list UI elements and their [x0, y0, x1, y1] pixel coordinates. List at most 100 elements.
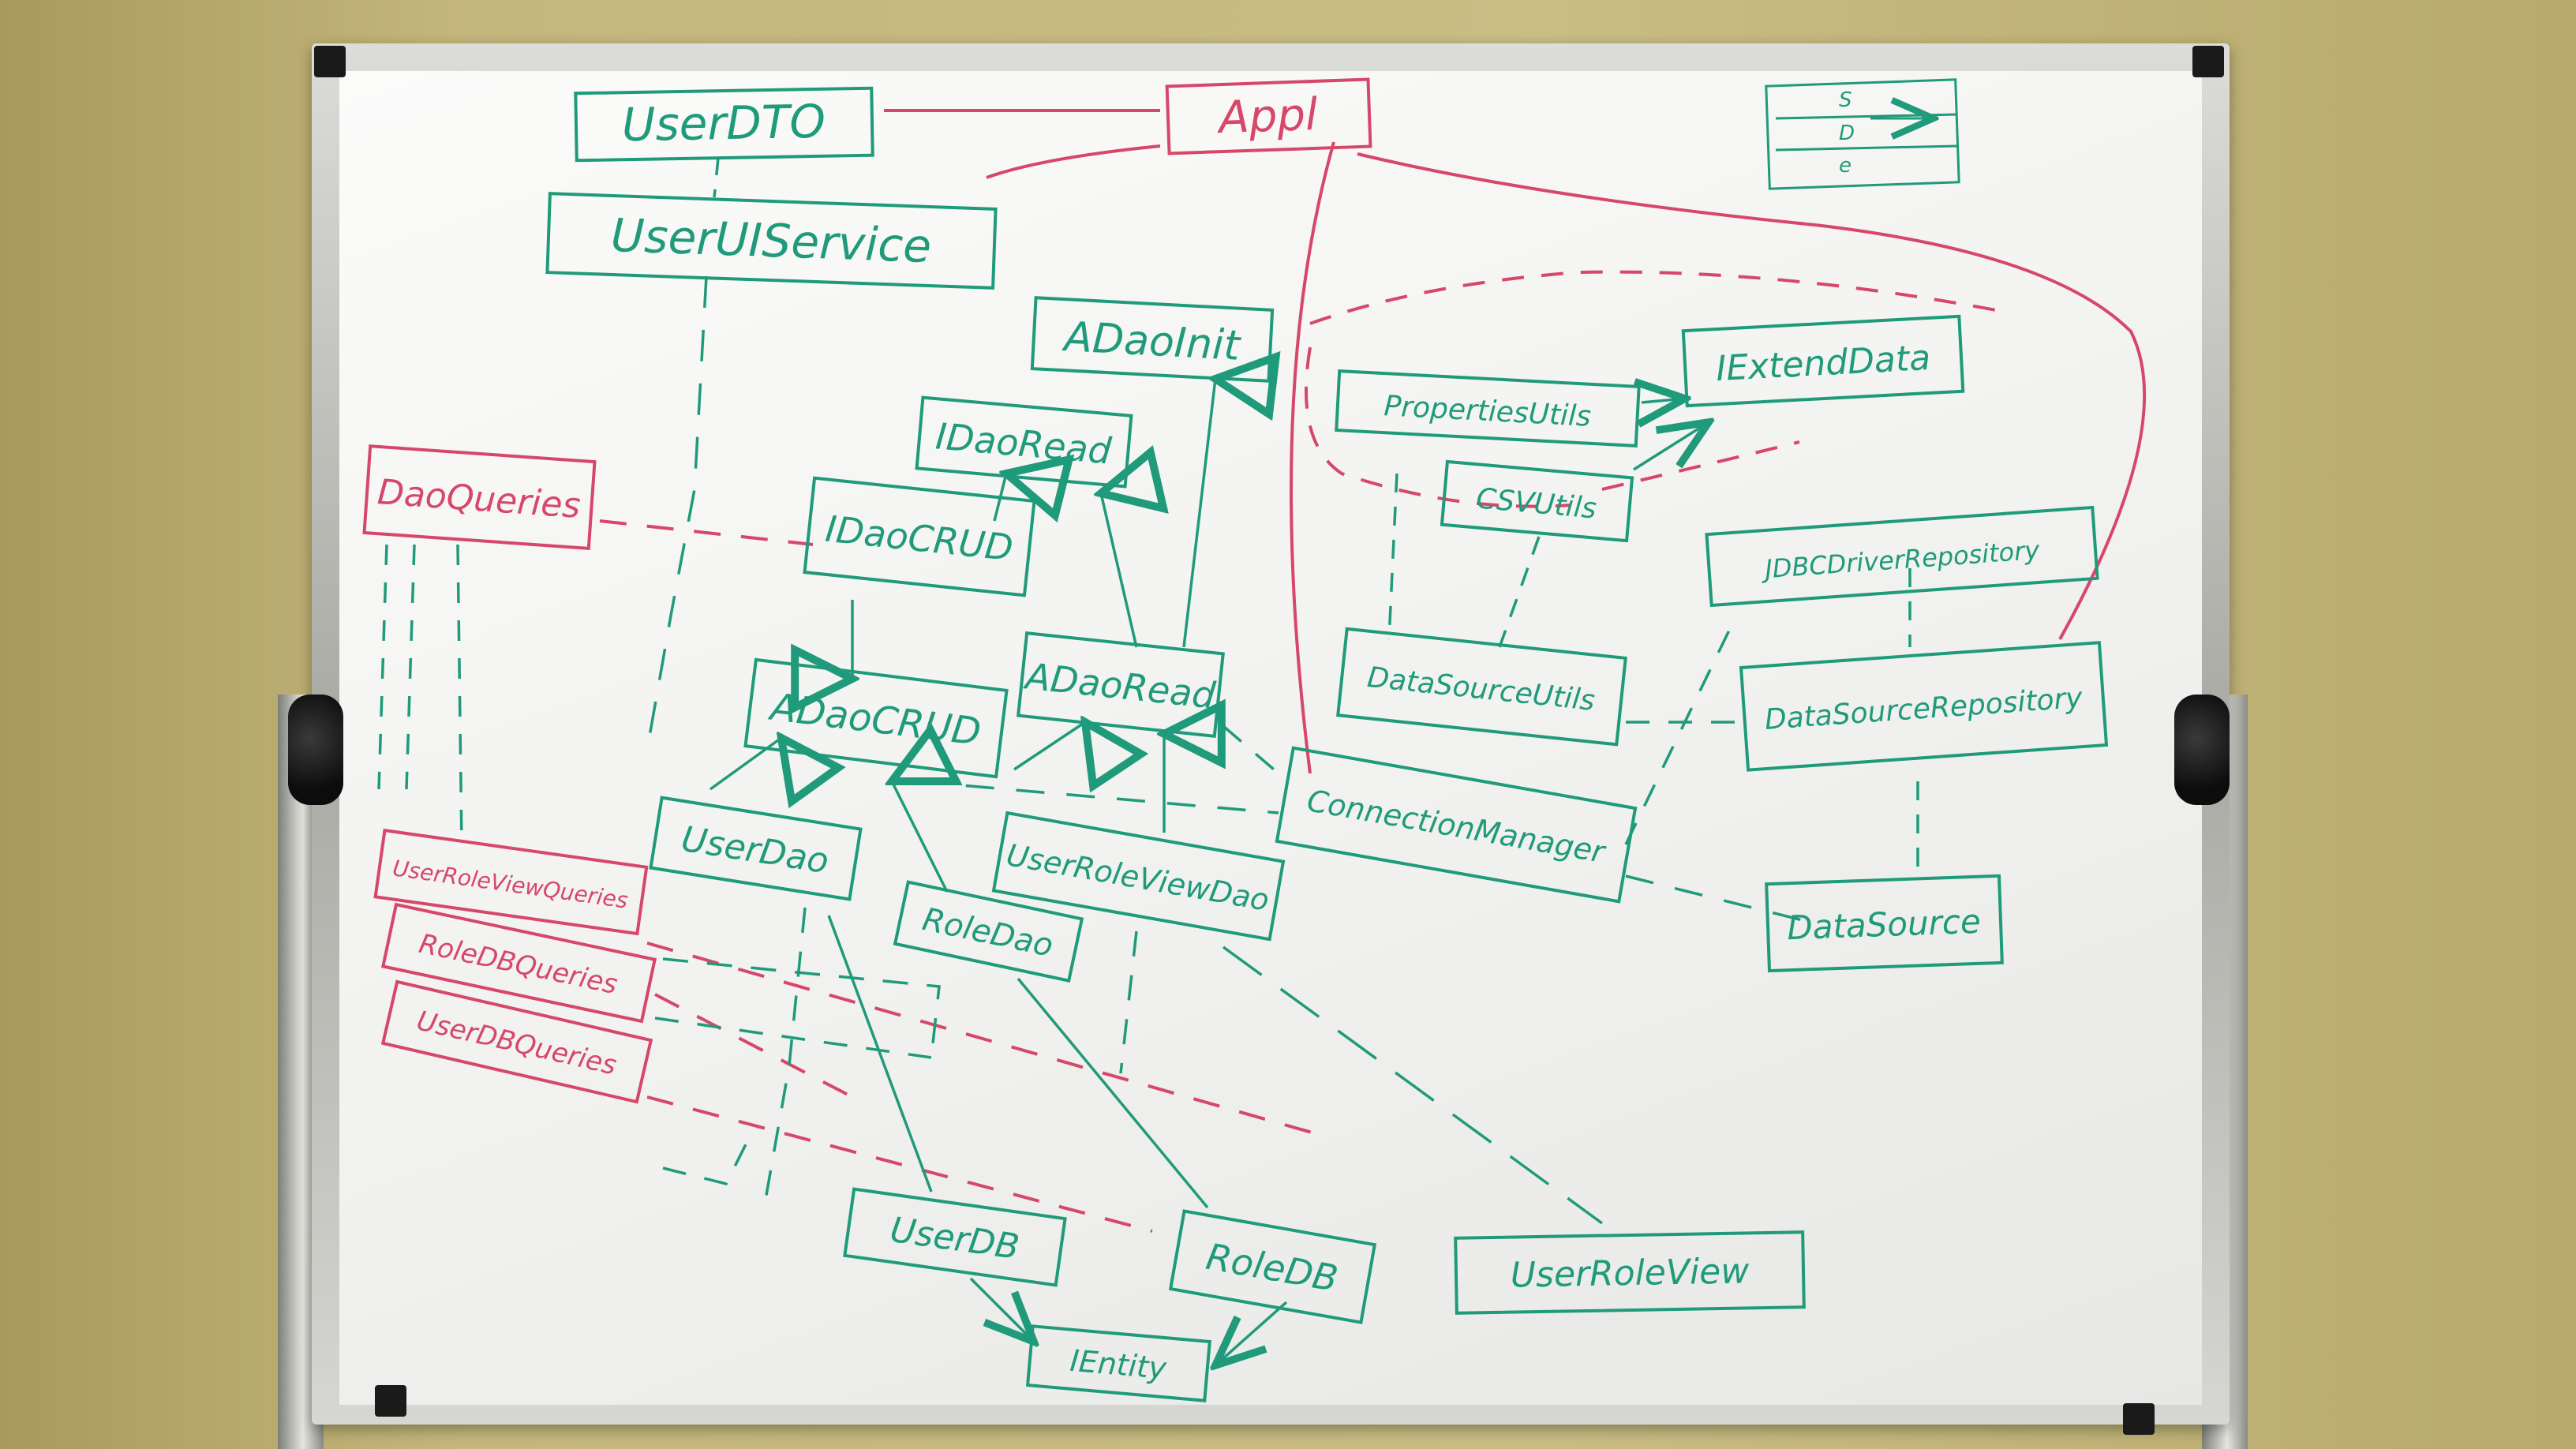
appl-connection-manager-link: [1290, 141, 1335, 774]
label-idaoread: IDaoRead: [934, 414, 1114, 472]
legend-label-s: S: [1839, 88, 1852, 112]
daoqueries-leg-1: [377, 544, 388, 790]
label-adaocrud: ADaoCRUD: [766, 685, 983, 755]
userdbqueries-userdao-dashed: [662, 1136, 751, 1186]
adaoread-implements-idaoread: [1101, 493, 1136, 648]
roledao-roledb-link: [1017, 977, 1209, 1209]
utils-group-left-dashed: [1305, 346, 1571, 508]
box-userdao: [649, 796, 863, 901]
label-useruiservice: UserUIService: [610, 208, 932, 273]
box-roledb: [1168, 1209, 1377, 1324]
box-daoqueries: [362, 444, 597, 550]
box-datasource: [1765, 874, 2004, 973]
userdao-userdb-link: [827, 915, 933, 1193]
box-adaoinit: [1030, 296, 1275, 383]
label-datasource: DataSource: [1787, 902, 1982, 948]
userdb-ientity-arrow: [969, 1277, 1034, 1342]
box-connectionmanager: [1275, 746, 1638, 904]
frame-corner-bottom-right: [2123, 1403, 2155, 1435]
appl-userui-link: [986, 144, 1161, 179]
label-datasourcerepository: DataSourceRepository: [1764, 682, 2084, 736]
csvutils-iextenddata-arrow: [1633, 422, 1709, 471]
label-adaoinit: ADaoInit: [1061, 313, 1242, 370]
label-datasourceutils: DataSourceUtils: [1365, 661, 1596, 717]
frame-corner-bottom-left: [375, 1385, 406, 1417]
label-userdao: UserDao: [679, 819, 832, 882]
box-userdbqueries: [380, 979, 653, 1104]
legend-sketch: [1765, 78, 1960, 190]
label-userroleviewdao: UserRoleViewDao: [1004, 837, 1272, 918]
box-adaocrud: [743, 657, 1009, 779]
legend-label-d: D: [1839, 122, 1855, 145]
userdao-extends-adaocrud: [709, 738, 781, 789]
userui-dashed-down: [646, 275, 708, 751]
box-userroleviewqueries: [373, 828, 649, 936]
label-iextenddata: IExtendData: [1715, 338, 1931, 389]
propertiesutils-iextenddata-arrow: [1642, 399, 1685, 402]
label-jdbcdriverrepository: JDBCDriverRepository: [1759, 535, 2041, 585]
daoqueries-leg-3: [456, 544, 463, 845]
roledb-ientity-arrow: [1215, 1301, 1288, 1365]
box-jdbcdriverrepository: [1705, 505, 2099, 608]
box-appl: [1165, 77, 1372, 155]
userroleviewqueries-roledao-dashed: [662, 957, 941, 1058]
label-roledb: RoleDB: [1203, 1235, 1341, 1300]
utils-group-bottom-dashed: [1601, 440, 1800, 491]
green-boxes: [545, 86, 2109, 1402]
red-connectors: [599, 109, 2147, 1233]
box-userroleviewdao: [991, 811, 1286, 942]
green-connectors: [377, 157, 1919, 1365]
label-userdto: UserDTO: [621, 95, 826, 152]
box-idaocrud: [803, 476, 1036, 597]
legend-divider-2: [1775, 144, 1958, 152]
box-datasourceutils: [1336, 627, 1627, 747]
label-appl: Appl: [1215, 89, 1319, 144]
connection-manager-jdbc-dashed: [1624, 615, 1738, 845]
box-roledao: [893, 880, 1084, 983]
utils-group-top-dashed: [1309, 270, 2005, 325]
stand-knob-right: [2174, 695, 2230, 805]
box-iextenddata: [1681, 314, 1965, 408]
userroleviewdao-userroleview-link: [1222, 945, 1604, 1225]
userdto-userui-dashed: [713, 157, 720, 198]
box-useruiservice: [545, 192, 998, 290]
label-userdb: UserDB: [888, 1210, 1022, 1267]
box-userdto: [574, 86, 874, 163]
adaocrud-extends-adaoread: [1013, 722, 1085, 769]
box-datasourcerepository: [1739, 641, 2109, 772]
adaoread-connection-manager-dashed: [1222, 724, 1280, 775]
userroleviewdao-dashed-down: [1119, 930, 1138, 1074]
frame-corner-top-left: [314, 46, 346, 77]
label-adaoread: ADaoRead: [1021, 654, 1218, 717]
label-userroleview: UserRoleView: [1510, 1251, 1750, 1295]
roledbqueries-userdao-dashed: [654, 1017, 932, 1059]
userroleviewqueries-dashed: [646, 942, 1327, 1138]
box-idaoread: [915, 395, 1133, 489]
box-roledbqueries: [380, 902, 657, 1024]
stand-knob-left: [288, 695, 343, 805]
appl-repositories-link: [1357, 152, 2147, 640]
whiteboard-surface: [339, 71, 2202, 1405]
box-csvutils: [1440, 459, 1634, 543]
daoqueries-idaocrud-dashed: [599, 519, 814, 546]
roledao-extends-adaocrud: [892, 781, 947, 893]
legend-frame: [1765, 78, 1960, 190]
adaoread-extends-adaoinit: [1182, 379, 1215, 648]
box-ientity: [1025, 1324, 1211, 1402]
daoqueries-leg-2: [405, 544, 416, 790]
label-idaocrud: IDaoCRUD: [823, 507, 1015, 570]
frame-corner-top-right: [2192, 46, 2224, 77]
box-userroleview: [1454, 1230, 1806, 1315]
legend-label-e: e: [1839, 154, 1852, 178]
box-propertiesutils: [1335, 369, 1641, 447]
connection-manager-datasource-dashed: [1625, 874, 1816, 925]
userdao-dashed-down: [764, 907, 807, 1200]
label-userdbqueries: UserDBQueries: [414, 1005, 620, 1081]
label-roledbqueries: RoleDBQueries: [416, 928, 620, 1001]
red-boxes: [362, 77, 1372, 1104]
box-adaoread: [1016, 631, 1225, 738]
propertiesutils-datasourceutils-dashed: [1387, 473, 1398, 640]
userdbqueries-dashed: [646, 1095, 1153, 1233]
label-daoqueries: DaoQueries: [376, 472, 582, 526]
